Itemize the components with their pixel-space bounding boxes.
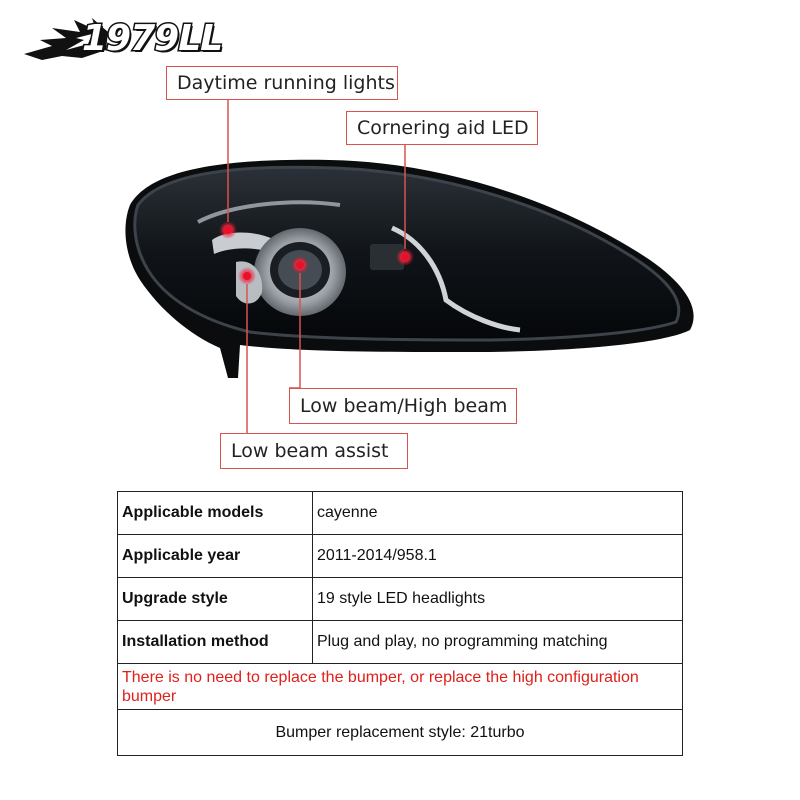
- spec-value: 2011-2014/958.1: [312, 534, 683, 578]
- table-row: There is no need to replace the bumper, …: [117, 663, 683, 710]
- bumper-style: Bumper replacement style: 21turbo: [117, 709, 683, 756]
- spec-label: Applicable models: [117, 491, 313, 535]
- callout-low-high-beam: Low beam/High beam: [289, 388, 517, 424]
- logo-text: 1979LL: [80, 17, 224, 61]
- callout-cornering-aid-led: Cornering aid LED: [346, 111, 538, 145]
- callout-daytime-running-lights: Daytime running lights: [166, 66, 398, 100]
- spec-value: 19 style LED headlights: [312, 577, 683, 621]
- spec-label: Installation method: [117, 620, 313, 664]
- table-row: Installation method Plug and play, no pr…: [117, 620, 683, 664]
- bumper-note: There is no need to replace the bumper, …: [117, 663, 683, 710]
- headlight-image: [125, 100, 694, 433]
- table-row: Applicable year 2011-2014/958.1: [117, 534, 683, 578]
- table-row: Bumper replacement style: 21turbo: [117, 709, 683, 756]
- table-row: Applicable models cayenne: [117, 491, 683, 535]
- table-row: Upgrade style 19 style LED headlights: [117, 577, 683, 621]
- flame-logo-icon: [24, 18, 108, 60]
- spec-value: Plug and play, no programming matching: [312, 620, 683, 664]
- callout-low-beam-assist: Low beam assist: [220, 433, 408, 469]
- spec-label: Applicable year: [117, 534, 313, 578]
- spec-value: cayenne: [312, 491, 683, 535]
- spec-table: Applicable models cayenne Applicable yea…: [117, 491, 683, 756]
- brand-logo: 1979LL: [22, 10, 232, 70]
- spec-label: Upgrade style: [117, 577, 313, 621]
